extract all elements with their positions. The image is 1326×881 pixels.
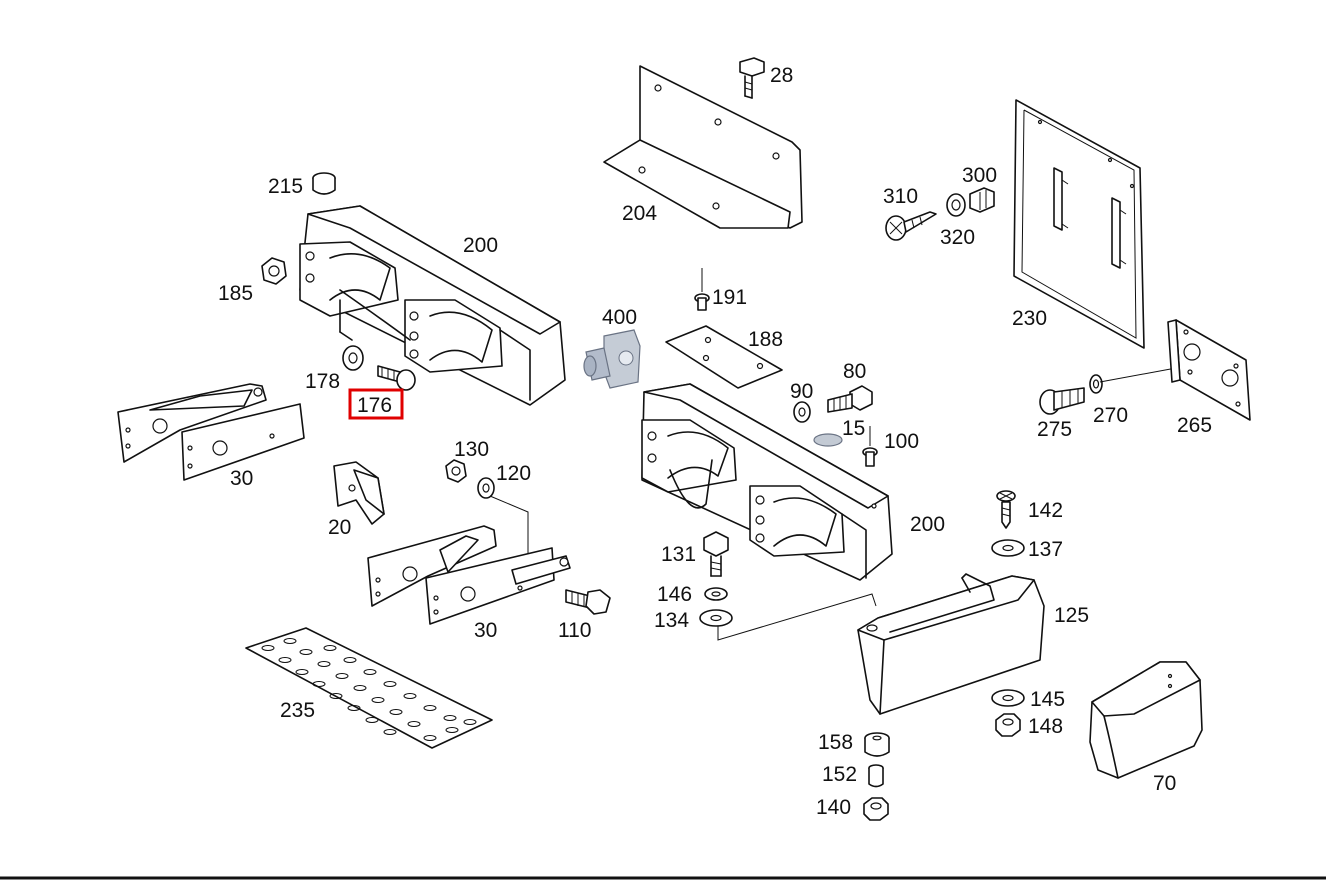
label-230[interactable]: 230 — [1012, 307, 1047, 330]
part-191-rivet[interactable] — [694, 268, 710, 311]
part-270-washer[interactable] — [1089, 367, 1177, 394]
part-146-lock-washer[interactable] — [704, 587, 728, 601]
label-320[interactable]: 320 — [940, 226, 975, 249]
label-270[interactable]: 270 — [1093, 404, 1128, 427]
part-100-rivet[interactable] — [862, 426, 878, 467]
part-120-washer[interactable] — [477, 477, 529, 560]
label-300[interactable]: 300 — [962, 164, 997, 187]
label-145[interactable]: 145 — [1030, 688, 1065, 711]
label-28[interactable]: 28 — [770, 64, 793, 87]
highlight-box — [348, 388, 404, 420]
part-230-panel[interactable] — [1013, 99, 1145, 349]
part-176-bolt[interactable] — [377, 365, 416, 391]
part-130-nut[interactable] — [445, 459, 467, 483]
label-158[interactable]: 158 — [818, 731, 853, 754]
label-125[interactable]: 125 — [1054, 604, 1089, 627]
label-178[interactable]: 178 — [305, 370, 340, 393]
label-80[interactable]: 80 — [843, 360, 866, 383]
label-275[interactable]: 275 — [1037, 418, 1072, 441]
part-134-washer[interactable] — [699, 593, 877, 641]
part-30-step-bracket-lower[interactable] — [367, 525, 571, 625]
part-110-bolt[interactable] — [565, 589, 611, 615]
part-185-nut[interactable] — [261, 257, 287, 285]
part-20-bracket[interactable] — [333, 461, 385, 525]
label-30-upper[interactable]: 30 — [230, 467, 253, 490]
label-148[interactable]: 148 — [1028, 715, 1063, 738]
part-137-washer[interactable] — [991, 539, 1025, 557]
label-134[interactable]: 134 — [654, 609, 689, 632]
label-90[interactable]: 90 — [790, 380, 813, 403]
part-275-bolt[interactable] — [1039, 387, 1085, 415]
label-191[interactable]: 191 — [712, 286, 747, 309]
part-28-bolt[interactable] — [739, 57, 765, 99]
label-235[interactable]: 235 — [280, 699, 315, 722]
label-137[interactable]: 137 — [1028, 538, 1063, 561]
label-142[interactable]: 142 — [1028, 499, 1063, 522]
part-200-crossmember-right[interactable] — [641, 383, 893, 581]
part-80-bolt[interactable] — [827, 385, 873, 413]
part-204-angle-bracket[interactable] — [603, 65, 803, 229]
label-152[interactable]: 152 — [822, 763, 857, 786]
part-200-crossmember-left[interactable] — [299, 205, 566, 406]
label-146[interactable]: 146 — [657, 583, 692, 606]
label-110[interactable]: 110 — [558, 619, 591, 642]
label-140[interactable]: 140 — [816, 796, 851, 819]
part-152-sleeve[interactable] — [868, 764, 884, 788]
label-215[interactable]: 215 — [268, 175, 303, 198]
part-125-step[interactable] — [857, 573, 1045, 715]
label-30-lower[interactable]: 30 — [474, 619, 497, 642]
label-130[interactable]: 130 — [454, 438, 489, 461]
label-176[interactable]: 176 — [357, 394, 392, 417]
label-70[interactable]: 70 — [1153, 772, 1176, 795]
part-131-bolt[interactable] — [703, 531, 729, 577]
part-142-screw[interactable] — [996, 490, 1016, 529]
part-265-bracket[interactable] — [1167, 319, 1251, 421]
part-90-washer[interactable] — [793, 401, 811, 423]
part-140-nut[interactable] — [863, 797, 889, 821]
label-15[interactable]: 15 — [842, 417, 865, 440]
label-400[interactable]: 400 — [602, 306, 637, 329]
part-188-plate[interactable] — [665, 325, 783, 389]
label-188[interactable]: 188 — [748, 328, 783, 351]
label-200-left[interactable]: 200 — [463, 234, 498, 257]
part-148-nut[interactable] — [995, 713, 1021, 737]
part-30-step-bracket-upper[interactable] — [117, 383, 305, 481]
part-320-washer[interactable] — [946, 193, 966, 217]
label-310[interactable]: 310 — [883, 185, 918, 208]
part-15-cap[interactable] — [813, 433, 843, 447]
label-100[interactable]: 100 — [884, 430, 919, 453]
label-265[interactable]: 265 — [1177, 414, 1212, 437]
part-215-cap[interactable] — [312, 172, 336, 195]
part-300-clip-nut[interactable] — [969, 187, 995, 213]
part-70-cover[interactable] — [1089, 661, 1203, 779]
part-310-screw[interactable] — [885, 211, 937, 241]
part-145-washer[interactable] — [991, 689, 1025, 707]
label-204[interactable]: 204 — [622, 202, 657, 225]
label-131[interactable]: 131 — [661, 543, 696, 566]
part-235-tread-plate[interactable] — [245, 627, 493, 749]
label-20[interactable]: 20 — [328, 516, 351, 539]
part-158-spacer[interactable] — [864, 732, 890, 757]
label-185[interactable]: 185 — [218, 282, 253, 305]
label-120[interactable]: 120 — [496, 462, 531, 485]
part-400-socket[interactable] — [583, 329, 641, 389]
part-178-washer[interactable] — [342, 345, 364, 371]
label-200-right[interactable]: 200 — [910, 513, 945, 536]
